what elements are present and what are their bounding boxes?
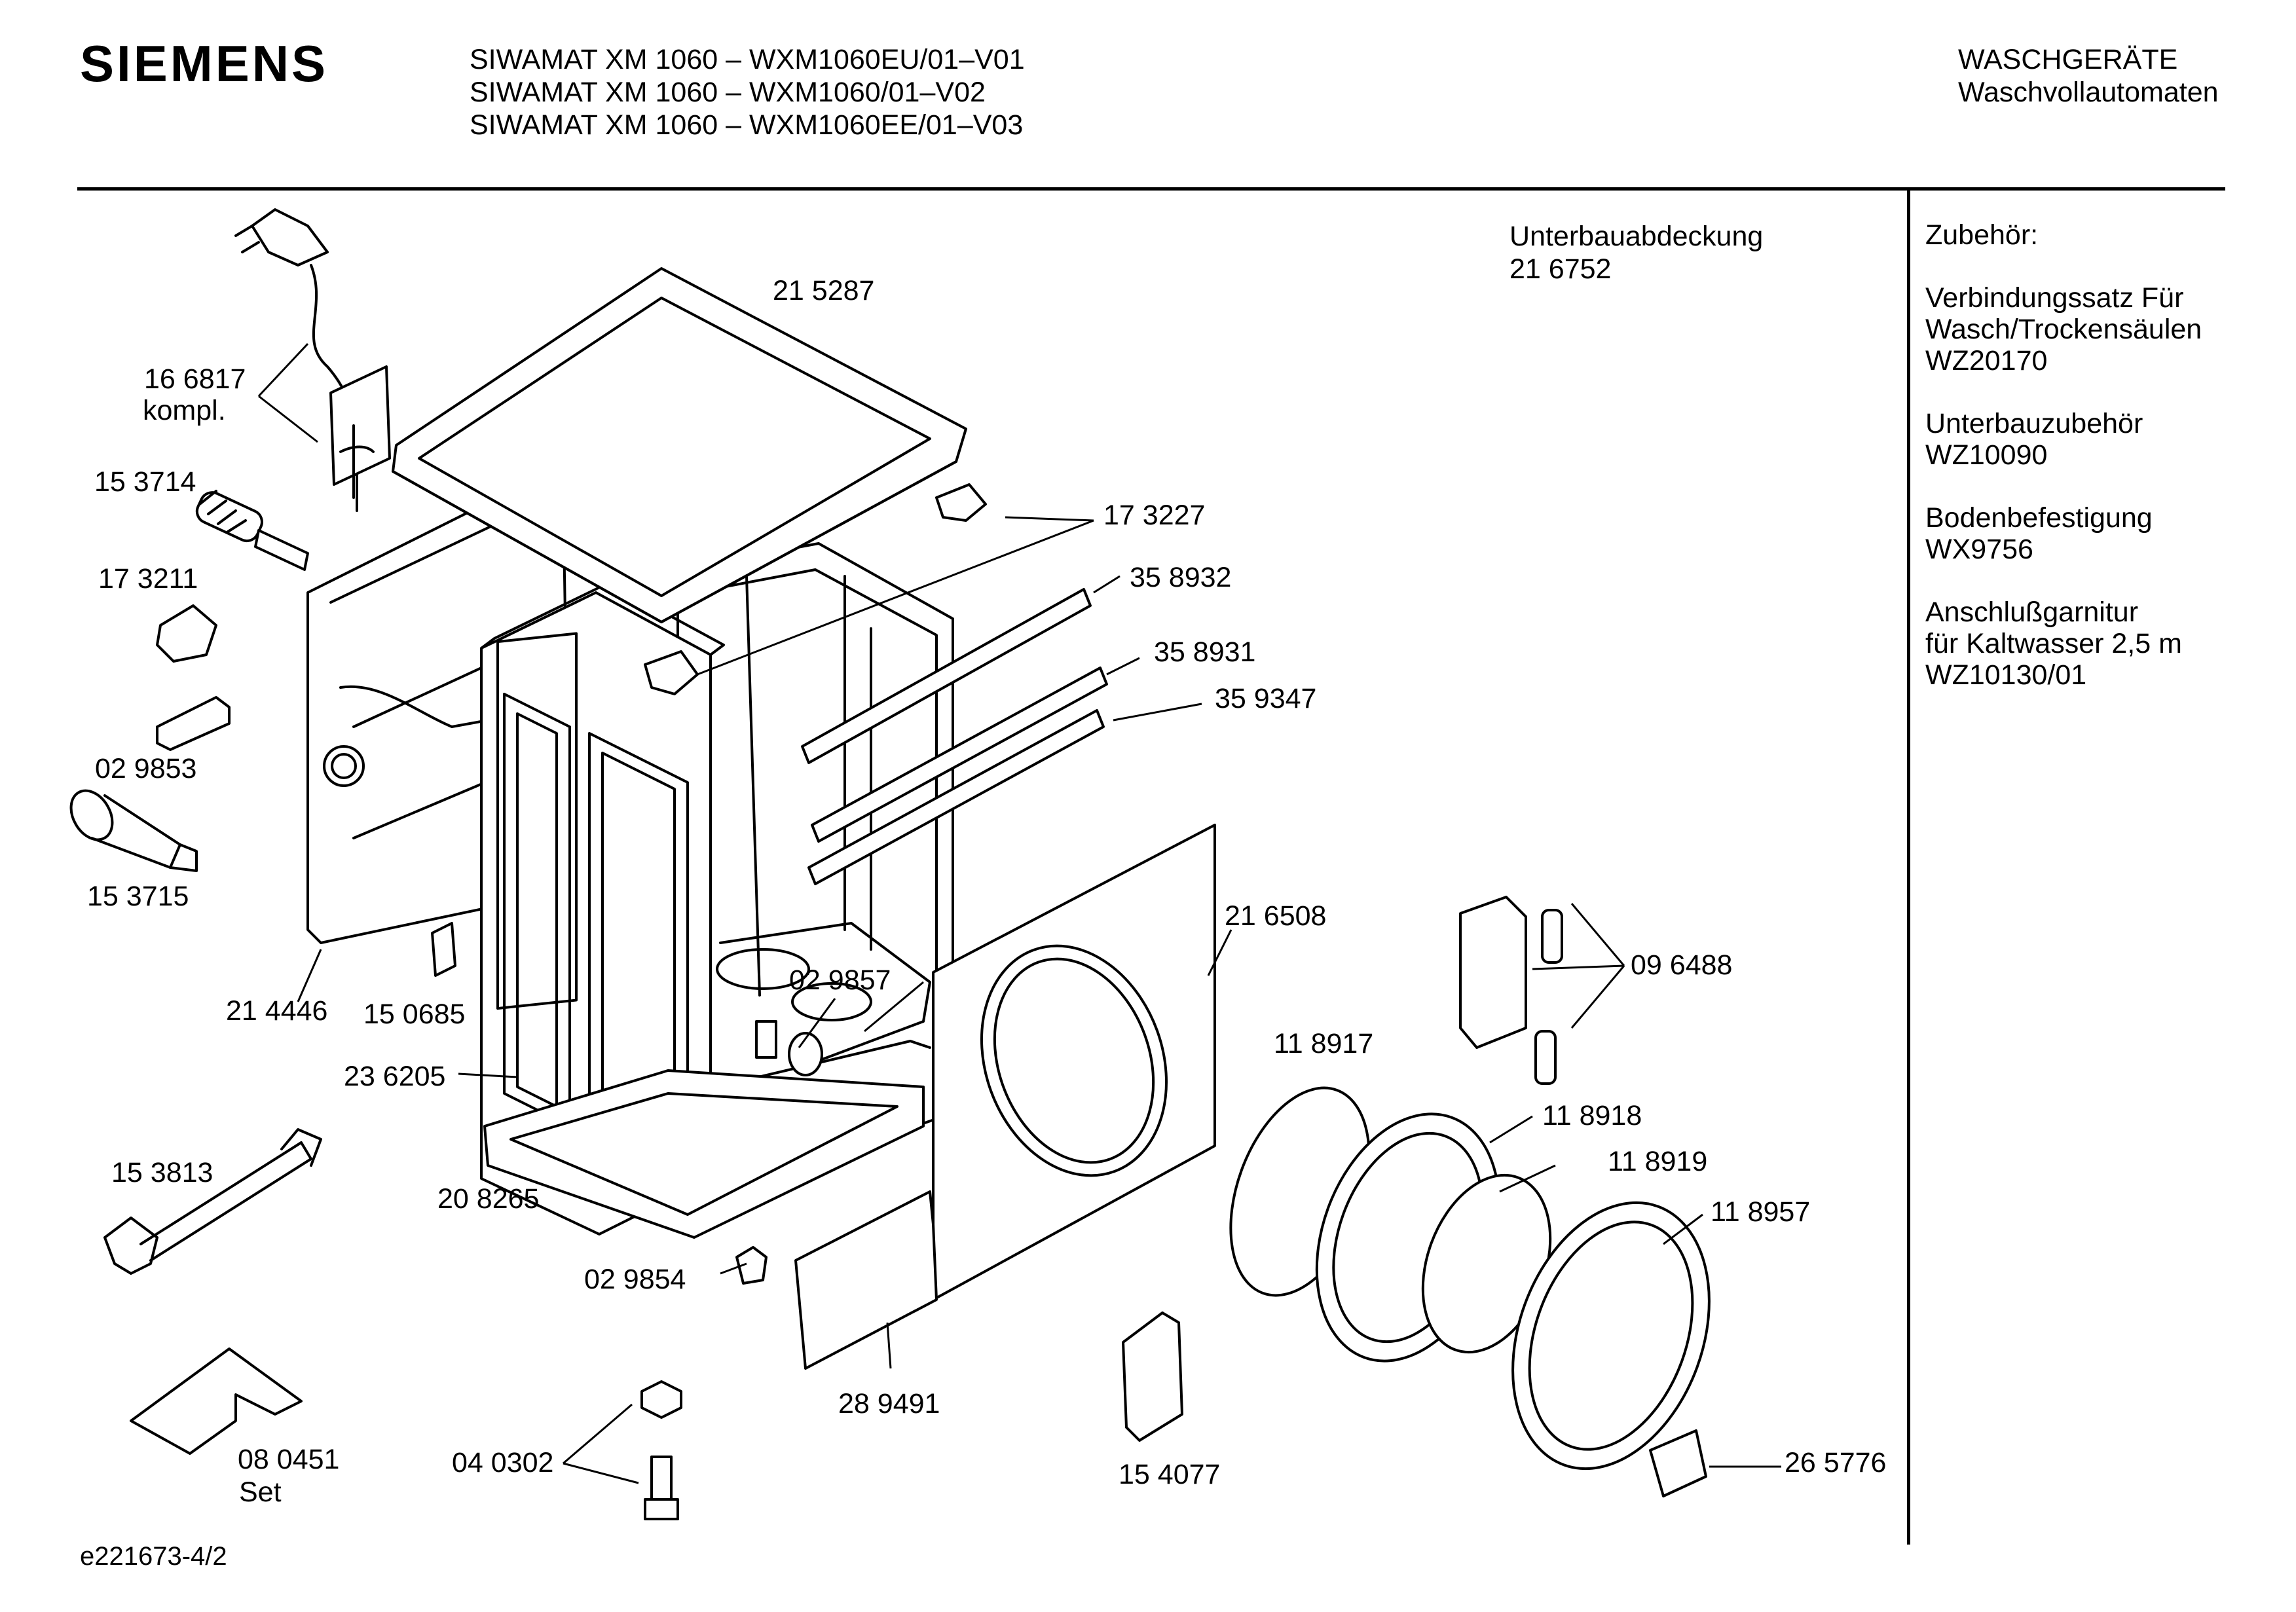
part-label: 16 6817 xyxy=(144,363,246,395)
base-cover-title: Unterbauabdeckung xyxy=(1509,221,1764,252)
control-strip-part xyxy=(794,1190,938,1370)
part-label: 02 9857 xyxy=(789,964,891,996)
small-part xyxy=(755,1020,777,1059)
model-line: SIWAMAT XM 1060 – WXM1060EE/01–V03 xyxy=(470,109,1024,141)
accessory-item: Bodenbefestigung WX9756 xyxy=(1925,502,2282,565)
part-label: 20 8265 xyxy=(437,1183,540,1215)
accessories-panel: Zubehör: Verbindungssatz Für Wasch/Trock… xyxy=(1925,219,2282,722)
hinge-part xyxy=(1122,1311,1183,1442)
part-label: kompl. xyxy=(143,395,226,426)
leader-lines xyxy=(257,342,1781,1484)
part-label: 15 4077 xyxy=(1119,1459,1221,1490)
accessory-line: Anschlußgarnitur xyxy=(1925,596,2139,628)
model-line: SIWAMAT XM 1060 – WXM1060/01–V02 xyxy=(470,77,986,108)
part-label: 15 3813 xyxy=(111,1157,213,1188)
part-label: 35 8932 xyxy=(1130,562,1232,593)
clip-part xyxy=(935,483,987,522)
base-plate-part xyxy=(483,1069,925,1239)
accessory-line: Wasch/Trockensäulen xyxy=(1925,314,2202,345)
exploded-view-drawing xyxy=(69,208,1781,1520)
bolt-part xyxy=(644,1456,679,1520)
part-label: 17 3227 xyxy=(1103,500,1206,531)
clamp-part xyxy=(156,604,217,663)
part-label: 23 6205 xyxy=(344,1061,446,1092)
accessory-code: WZ10090 xyxy=(1925,439,2048,471)
hose-connector-part xyxy=(69,789,198,872)
category-subtitle: Waschvollautomaten xyxy=(1958,77,2219,108)
accessory-line: Bodenbefestigung xyxy=(1925,502,2153,534)
accessory-line: Verbindungssatz Für xyxy=(1925,282,2184,314)
accessory-code: WZ20170 xyxy=(1925,345,2048,376)
pin-part xyxy=(1534,1030,1557,1085)
part-label: 11 8919 xyxy=(1608,1146,1708,1177)
part-label: 15 3715 xyxy=(87,881,189,912)
part-label: 11 8917 xyxy=(1274,1028,1374,1059)
accessory-line: Unterbauzubehör xyxy=(1925,408,2143,439)
part-label: 17 3211 xyxy=(98,563,198,595)
wrench-part xyxy=(103,1128,322,1275)
model-list: SIWAMAT XM 1060 – WXM1060EU/01–V01 SIWAM… xyxy=(470,43,1025,141)
accessory-item: Unterbauzubehör WZ10090 xyxy=(1925,408,2282,471)
cross-brace-part xyxy=(807,709,1105,885)
part-label: 21 5287 xyxy=(773,275,875,306)
part-label: 28 9491 xyxy=(838,1388,940,1420)
base-cover-part: 21 6752 xyxy=(1509,253,1612,285)
drawing-id: e221673-4/2 xyxy=(80,1542,227,1571)
part-label: 04 0302 xyxy=(452,1447,554,1478)
nut-part xyxy=(640,1380,682,1419)
foot-part xyxy=(735,1246,768,1285)
top-cover-part xyxy=(392,267,967,623)
brand-logo: SIEMENS xyxy=(80,35,329,92)
part-label: 11 8957 xyxy=(1711,1196,1811,1228)
pin-part xyxy=(1541,909,1563,964)
door-handle-part xyxy=(1649,1429,1707,1497)
accessory-code: WZ10130/01 xyxy=(1925,659,2087,691)
part-label: Set xyxy=(239,1476,282,1508)
part-label: 02 9853 xyxy=(95,753,197,784)
part-label: 21 6508 xyxy=(1225,900,1327,932)
part-label: 09 6488 xyxy=(1631,949,1733,981)
shipping-bracket-part xyxy=(130,1347,303,1455)
accessory-item: Verbindungssatz Für Wasch/Trockensäulen … xyxy=(1925,282,2282,376)
category-title: WASCHGERÄTE xyxy=(1958,44,2178,75)
outer-ring-part xyxy=(1511,1201,1711,1471)
part-label: 11 8918 xyxy=(1542,1100,1642,1131)
part-label: 15 0685 xyxy=(363,998,466,1030)
part-label: 35 9347 xyxy=(1215,683,1317,714)
lock-assembly-part xyxy=(1459,896,1527,1049)
bracket-part xyxy=(156,696,231,751)
part-label: 02 9854 xyxy=(584,1264,686,1295)
accessories-heading: Zubehör: xyxy=(1925,219,2039,251)
power-cable-part xyxy=(234,208,391,512)
part-label: 26 5776 xyxy=(1785,1447,1887,1478)
accessory-item: Anschlußgarnitur für Kaltwasser 2,5 m WZ… xyxy=(1925,596,2282,691)
sidebar-divider xyxy=(1907,189,1910,1545)
front-panel-part xyxy=(932,824,1216,1301)
part-label: 21 4446 xyxy=(226,995,328,1027)
category-block: WASCHGERÄTE Waschvollautomaten xyxy=(1958,43,2219,109)
part-label: 15 3714 xyxy=(94,466,196,498)
part-label: 08 0451 xyxy=(238,1444,340,1475)
small-part xyxy=(788,1032,823,1076)
part-label: 35 8931 xyxy=(1154,636,1256,668)
header-divider xyxy=(77,187,2225,191)
cross-brace-part xyxy=(811,667,1108,843)
cross-brace-part xyxy=(801,588,1092,764)
door-lock-part xyxy=(431,922,456,977)
clip-part xyxy=(644,650,699,695)
accessory-code: WX9756 xyxy=(1925,534,2033,565)
accessory-line: für Kaltwasser 2,5 m xyxy=(1925,628,2182,659)
inlet-valve-part xyxy=(195,490,309,571)
model-line: SIWAMAT XM 1060 – WXM1060EU/01–V01 xyxy=(470,44,1025,75)
